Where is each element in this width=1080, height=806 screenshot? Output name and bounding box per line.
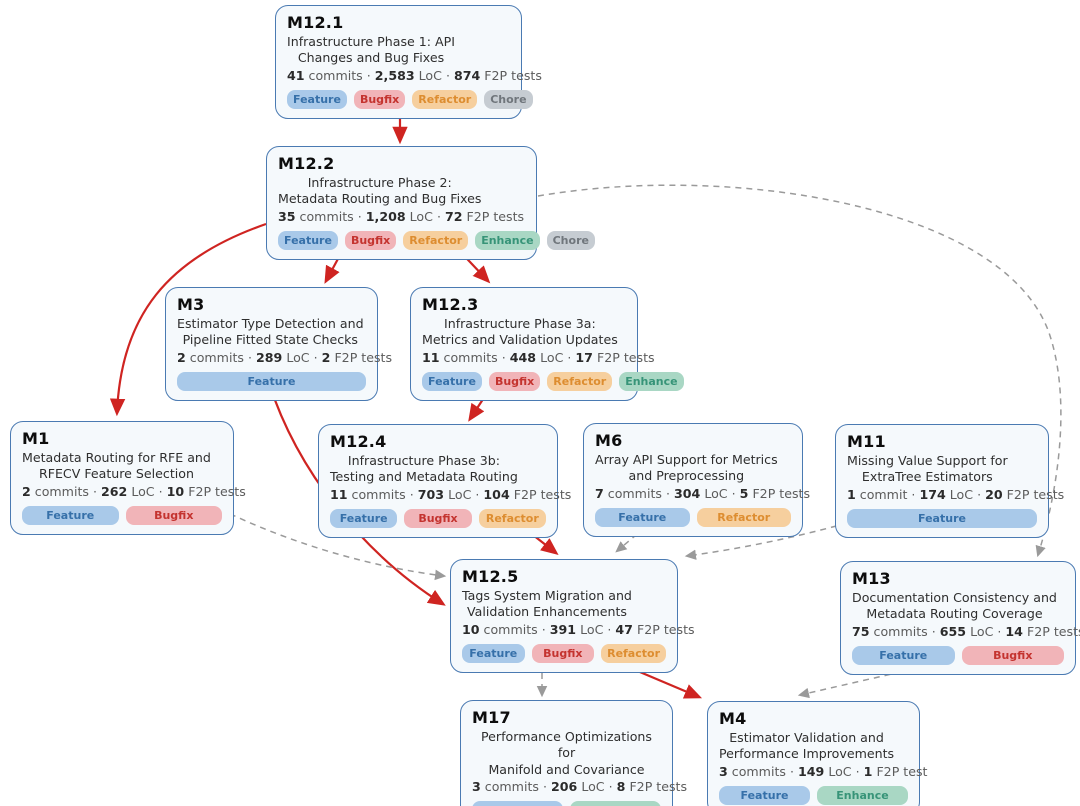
tag-chip: Enhance <box>817 785 908 805</box>
tag-chip: Feature <box>595 507 690 527</box>
tag-chip: Bugfix <box>961 645 1064 665</box>
node-id: M12.5 <box>462 567 519 586</box>
tag-chip: Refactor <box>478 508 546 528</box>
tag-chip: Chore <box>484 89 533 109</box>
node-id: M11 <box>847 432 886 451</box>
node-stats: 11 commits · 703 LoC · 104 F2P tests <box>330 486 572 502</box>
tag-row: Feature Bugfix Refactor Enhance <box>422 371 684 391</box>
node-stats: 75 commits · 655 LoC · 14 F2P tests <box>852 623 1080 639</box>
node-description: Infrastructure Phase 1: API Changes and … <box>287 34 455 66</box>
node-stats: 35 commits · 1,208 LoC · 72 F2P tests <box>278 208 525 224</box>
tag-chip: Feature <box>287 89 347 109</box>
edge-m12.2-m1 <box>109 222 267 417</box>
node-id: M13 <box>852 569 891 588</box>
tag-chip: Enhance <box>570 801 661 806</box>
node-m3: M3 Estimator Type Detection and Pipeline… <box>165 287 393 401</box>
node-id: M4 <box>719 709 747 728</box>
tag-chip: Feature <box>330 508 398 528</box>
tag-chip: Feature <box>422 371 482 391</box>
node-m12.3: M12.3 Infrastructure Phase 3a: Metrics a… <box>410 287 684 401</box>
node-description: Metadata Routing for RFE and RFECV Featu… <box>22 450 211 482</box>
tag-chip: Feature <box>719 785 810 805</box>
node-stats: 2 commits · 262 LoC · 10 F2P tests <box>22 483 246 499</box>
node-id: M3 <box>177 295 205 314</box>
node-m4: M4 Estimator Validation and Performance … <box>707 701 928 806</box>
tag-chip: Enhance <box>475 230 540 250</box>
tag-row: Feature Enhance <box>719 785 908 805</box>
node-stats: 2 commits · 289 LoC · 2 F2P tests <box>177 349 393 365</box>
tag-chip: Refactor <box>403 230 469 250</box>
node-description: Estimator Validation and Performance Imp… <box>719 730 895 762</box>
tag-chip: Refactor <box>696 507 791 527</box>
tag-row: Feature Bugfix Refactor <box>462 643 666 663</box>
node-m12.4: M12.4 Infrastructure Phase 3b: Testing a… <box>318 424 572 538</box>
tag-chip: Refactor <box>412 89 478 109</box>
node-description: Tags System Migration and Validation Enh… <box>462 588 632 620</box>
tag-chip: Feature <box>177 371 366 391</box>
tag-chip: Bugfix <box>404 508 472 528</box>
node-m13: M13 Documentation Consistency and Metada… <box>840 561 1080 675</box>
edge-m12.2-m13 <box>537 184 1062 558</box>
tag-chip: Bugfix <box>353 89 406 109</box>
node-stats: 3 commits · 149 LoC · 1 F2P test <box>719 763 928 779</box>
tag-row: Feature Bugfix <box>22 505 222 525</box>
node-m12.1: M12.1 Infrastructure Phase 1: API Change… <box>275 5 542 119</box>
node-description: Performance Optimizations for Manifold a… <box>481 729 652 777</box>
tag-row: Feature Enhance <box>472 801 661 806</box>
node-m1: M1 Metadata Routing for RFE and RFECV Fe… <box>10 421 246 535</box>
tag-chip: Feature <box>462 643 525 663</box>
tag-row: Feature <box>177 371 366 391</box>
node-description: Documentation Consistency and Metadata R… <box>852 590 1057 622</box>
node-id: M1 <box>22 429 50 448</box>
node-id: M12.3 <box>422 295 479 314</box>
tag-chip: Bugfix <box>125 505 222 525</box>
tag-row: Feature <box>847 508 1037 528</box>
tag-chip: Feature <box>847 508 1037 528</box>
tag-chip: Bugfix <box>488 371 541 391</box>
tag-row: Feature Bugfix Refactor Chore <box>287 89 533 109</box>
tag-row: Feature Bugfix Refactor Enhance Chore <box>278 230 595 250</box>
node-stats: 7 commits · 304 LoC · 5 F2P tests <box>595 485 811 501</box>
node-m11: M11 Missing Value Support for ExtraTree … <box>835 424 1065 538</box>
node-description: Estimator Type Detection and Pipeline Fi… <box>177 316 364 348</box>
tag-chip: Chore <box>546 230 595 250</box>
node-stats: 10 commits · 391 LoC · 47 F2P tests <box>462 621 695 637</box>
node-id: M6 <box>595 431 623 450</box>
node-description: Array API Support for Metrics and Prepro… <box>595 452 778 484</box>
node-stats: 41 commits · 2,583 LoC · 874 F2P tests <box>287 67 542 83</box>
node-id: M12.4 <box>330 432 387 451</box>
tag-chip: Feature <box>278 230 338 250</box>
tag-row: Feature Bugfix Refactor <box>330 508 546 528</box>
tag-chip: Feature <box>22 505 119 525</box>
node-m6: M6 Array API Support for Metrics and Pre… <box>583 423 811 537</box>
tag-chip: Feature <box>852 645 955 665</box>
node-m17: M17 Performance Optimizations for Manifo… <box>460 700 688 806</box>
node-stats: 11 commits · 448 LoC · 17 F2P tests <box>422 349 655 365</box>
tag-chip: Refactor <box>601 643 666 663</box>
node-description: Infrastructure Phase 2: Metadata Routing… <box>278 175 482 207</box>
tag-chip: Bugfix <box>344 230 397 250</box>
node-m12.2: M12.2 Infrastructure Phase 2: Metadata R… <box>266 146 595 260</box>
node-description: Infrastructure Phase 3b: Testing and Met… <box>330 453 518 485</box>
tag-chip: Enhance <box>619 371 684 391</box>
tag-row: Feature Refactor <box>595 507 791 527</box>
node-id: M17 <box>472 708 511 727</box>
node-stats: 1 commit · 174 LoC · 20 F2P tests <box>847 486 1065 502</box>
edge-m1-m12.5 <box>219 508 447 581</box>
node-stats: 3 commits · 206 LoC · 8 F2P tests <box>472 779 688 795</box>
tag-chip: Bugfix <box>531 643 595 663</box>
node-id: M12.2 <box>278 154 335 173</box>
node-description: Missing Value Support for ExtraTree Esti… <box>847 453 1008 485</box>
node-id: M12.1 <box>287 13 344 32</box>
tag-chip: Refactor <box>547 371 613 391</box>
node-description: Infrastructure Phase 3a: Metrics and Val… <box>422 316 618 348</box>
node-m12.5: M12.5 Tags System Migration and Validati… <box>450 559 695 673</box>
tag-chip: Feature <box>472 801 563 806</box>
tag-row: Feature Bugfix <box>852 645 1064 665</box>
